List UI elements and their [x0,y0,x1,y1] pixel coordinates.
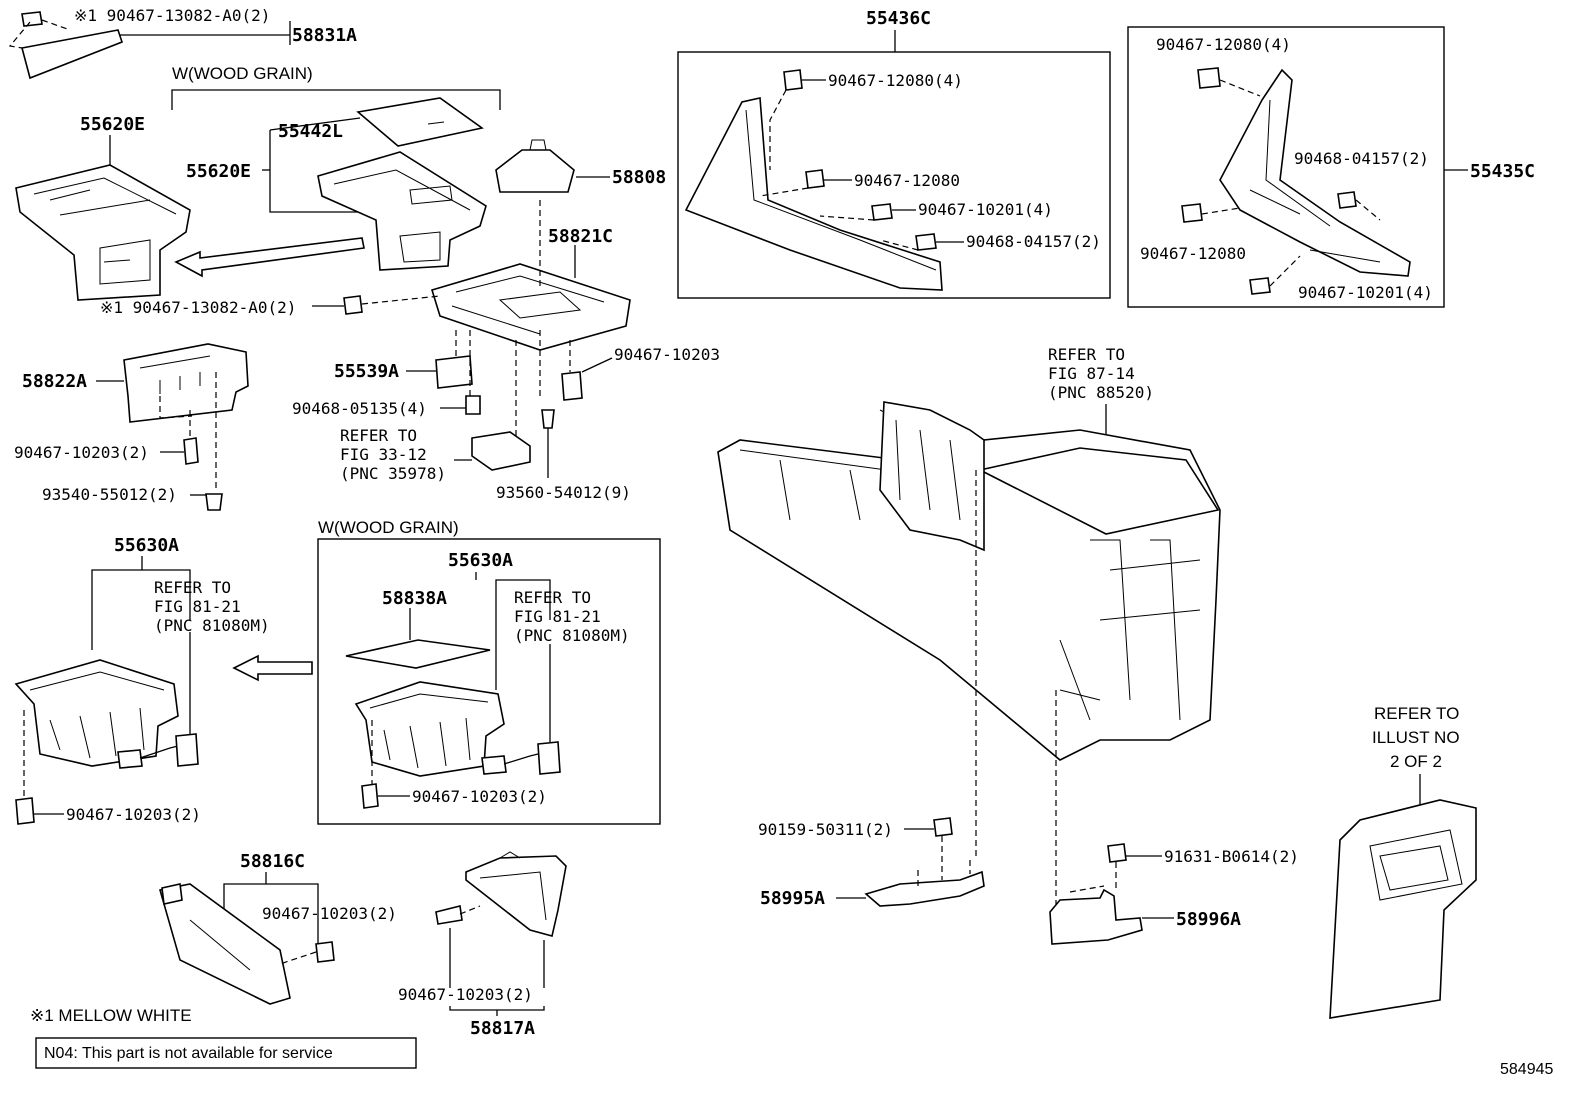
label-55435C: 55435C [1470,161,1535,182]
part-center-console [717,401,1221,761]
label-ref87-3: (PNC 88520) [1048,383,1154,402]
label-wood-grain-1: W(WOOD GRAIN) [172,64,313,83]
group-box-wood-grain [317,538,661,825]
label-10201-4b: 90467-10201(4) [1298,283,1433,302]
label-58816C: 58816C [240,851,305,872]
part-58808 [495,139,610,193]
part-58822A [123,343,249,490]
label-12080-4a: 90467-12080(4) [828,71,963,90]
label-ref-ill-1: REFER TO [1374,704,1459,723]
part-58817A [435,851,567,937]
label-55620E-b: 55620E [186,161,251,182]
label-90467-10203-2b: 90467-10203(2) [14,443,149,462]
label-58838A: 58838A [382,588,447,609]
label-ref-ill-2: ILLUST NO [1372,728,1460,747]
label-90467-10203-a: 90467-10203 [614,345,720,364]
label-ref81a-3: (PNC 81080M) [154,616,270,635]
label-ref33-3: (PNC 35978) [340,464,446,483]
label-wood-grain-2: W(WOOD GRAIN) [318,518,459,537]
label-55539A: 55539A [334,361,399,382]
label-ref87-2: FIG 87-14 [1048,364,1135,383]
illustration-id: 584945 [1500,1061,1553,1078]
label-12080b: 90467-12080 [1140,244,1246,263]
label-clip-top: ※1 90467-13082-A0(2) [74,6,270,25]
part-55630A-wood [345,639,561,809]
label-10201-4a: 90467-10201(4) [918,200,1053,219]
label-58817A: 58817A [470,1018,535,1039]
label-ref33-1: REFER TO [340,426,417,445]
label-ref33-2: FIG 33-12 [340,445,427,464]
part-55435C [1181,67,1411,295]
label-58821C: 58821C [548,226,613,247]
label-10203-2c: 90467-10203(2) [262,904,397,923]
label-58996A: 58996A [1176,909,1241,930]
note-not-available: N04: This part is not available for serv… [44,1045,333,1062]
label-58822A: 58822A [22,371,87,392]
label-12080a: 90467-12080 [854,171,960,190]
label-ref87-1: REFER TO [1048,345,1125,364]
label-55442L: 55442L [278,121,343,142]
part-55630A-left [14,632,199,825]
label-ref81b-3: (PNC 81080M) [514,626,630,645]
label-58831A: 58831A [292,25,357,46]
label-58808: 58808 [612,167,666,188]
note-mellow-white: ※1 MELLOW WHITE [30,1006,192,1025]
part-55442L [269,97,484,147]
label-93560: 93560-54012(9) [496,483,631,502]
group-box-55435C [1127,26,1445,308]
label-58995A: 58995A [760,888,825,909]
label-90159: 90159-50311(2) [758,820,893,839]
part-58995A [864,817,985,907]
label-93540: 93540-55012(2) [42,485,177,504]
part-58816C [158,883,335,1005]
group-box-55436C [677,51,1111,299]
label-10203-2d: 90467-10203(2) [398,985,533,1004]
label-10203-2b: 90467-10203(2) [412,787,547,806]
label-91631: 91631-B0614(2) [1164,847,1299,866]
label-10203-2a: 90467-10203(2) [66,805,201,824]
label-12080-4b: 90467-12080(4) [1156,35,1291,54]
label-clip-mid: ※1 90467-13082-A0(2) [100,298,296,317]
label-90468-05135: 90468-05135(4) [292,399,427,418]
label-55630A-b: 55630A [448,550,513,571]
label-ref81b-2: FIG 81-21 [514,607,601,626]
part-58821C [430,200,631,400]
part-55436C [684,69,943,291]
label-ref81b-1: REFER TO [514,588,591,607]
label-55620E-a: 55620E [80,114,145,135]
part-55620E-wood [317,151,487,271]
label-ref81a-2: FIG 81-21 [154,597,241,616]
label-55436C: 55436C [866,8,931,29]
label-55630A-a: 55630A [114,535,179,556]
label-ref-ill-3: 2 OF 2 [1390,752,1442,771]
part-rear-panel [1329,799,1477,1019]
note-box [35,1037,417,1069]
label-04157-2b: 90468-04157(2) [1294,149,1429,168]
label-04157-2a: 90468-04157(2) [966,232,1101,251]
part-55620E-left [15,135,191,301]
part-58996A [1049,843,1143,945]
part-58831A [8,11,290,80]
label-ref81a-1: REFER TO [154,578,231,597]
